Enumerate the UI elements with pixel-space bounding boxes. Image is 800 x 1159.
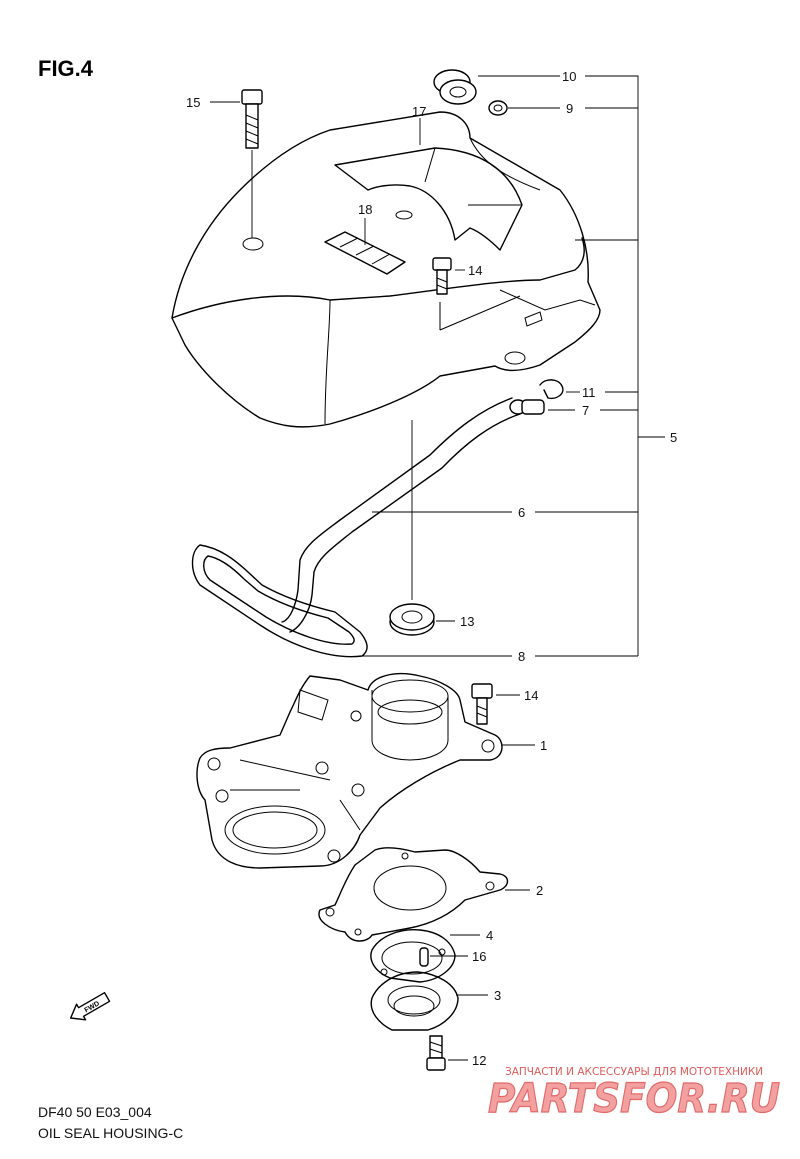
seal-8: [191, 544, 368, 658]
connector-7: [509, 399, 545, 415]
callout-9: 9: [566, 101, 573, 116]
callout-labels: 10 9 15 17 18 14 11 7 5 6 13 8 14 1 2 4 …: [186, 69, 677, 1068]
hose-6: [281, 397, 521, 633]
washer-13: [389, 420, 435, 636]
callout-5: 5: [670, 430, 677, 445]
callout-4: 4: [486, 928, 493, 943]
bolt-15: [241, 89, 263, 238]
callout-17: 17: [412, 104, 426, 119]
gasket-2: [318, 847, 509, 942]
callout-18: 18: [358, 202, 372, 217]
figure-caption: OIL SEAL HOUSING-C: [38, 1125, 183, 1141]
figure-title: FIG.4: [38, 56, 94, 81]
watermark-tagline: ЗАПЧАСТИ И АКСЕССУАРЫ ДЛЯ МОТОТЕХНИКИ: [505, 1066, 763, 1078]
callout-12: 12: [472, 1053, 486, 1068]
callout-16: 16: [472, 949, 486, 964]
seal-case-3: [370, 971, 459, 1031]
bolt-14-lower: [471, 683, 493, 725]
callout-7: 7: [582, 403, 589, 418]
watermark-logo: PARTSFOR.RU: [488, 1076, 780, 1122]
bolt-12: [426, 1035, 446, 1071]
figure-code: DF40 50 E03_004: [38, 1104, 152, 1120]
fwd-arrow-icon: FWD: [69, 991, 111, 1021]
callout-15: 15: [186, 95, 200, 110]
callout-10: 10: [562, 69, 576, 84]
callout-6: 6: [518, 505, 525, 520]
housing-1: [196, 673, 503, 869]
callout-8: 8: [518, 649, 525, 664]
fwd-label: FWD: [84, 1000, 101, 1014]
callout-14-lower: 14: [524, 688, 538, 703]
callout-2: 2: [536, 883, 543, 898]
clip-11: [539, 379, 564, 400]
callout-14-upper: 14: [468, 263, 482, 278]
pin-16: [419, 947, 429, 967]
callout-11: 11: [582, 385, 596, 400]
callout-13: 13: [460, 614, 474, 629]
callout-3: 3: [494, 988, 501, 1003]
oil-seal-cover: [171, 111, 601, 428]
leader-lines: [210, 75, 665, 1061]
gasket-4: [370, 929, 456, 983]
grommet-10: [433, 69, 477, 105]
collar-9: [488, 100, 508, 116]
bolt-14-upper: [432, 257, 452, 295]
callout-1: 1: [540, 738, 547, 753]
watermark: ЗАПЧАСТИ И АКСЕССУАРЫ ДЛЯ МОТОТЕХНИКИ PA…: [487, 1066, 780, 1123]
